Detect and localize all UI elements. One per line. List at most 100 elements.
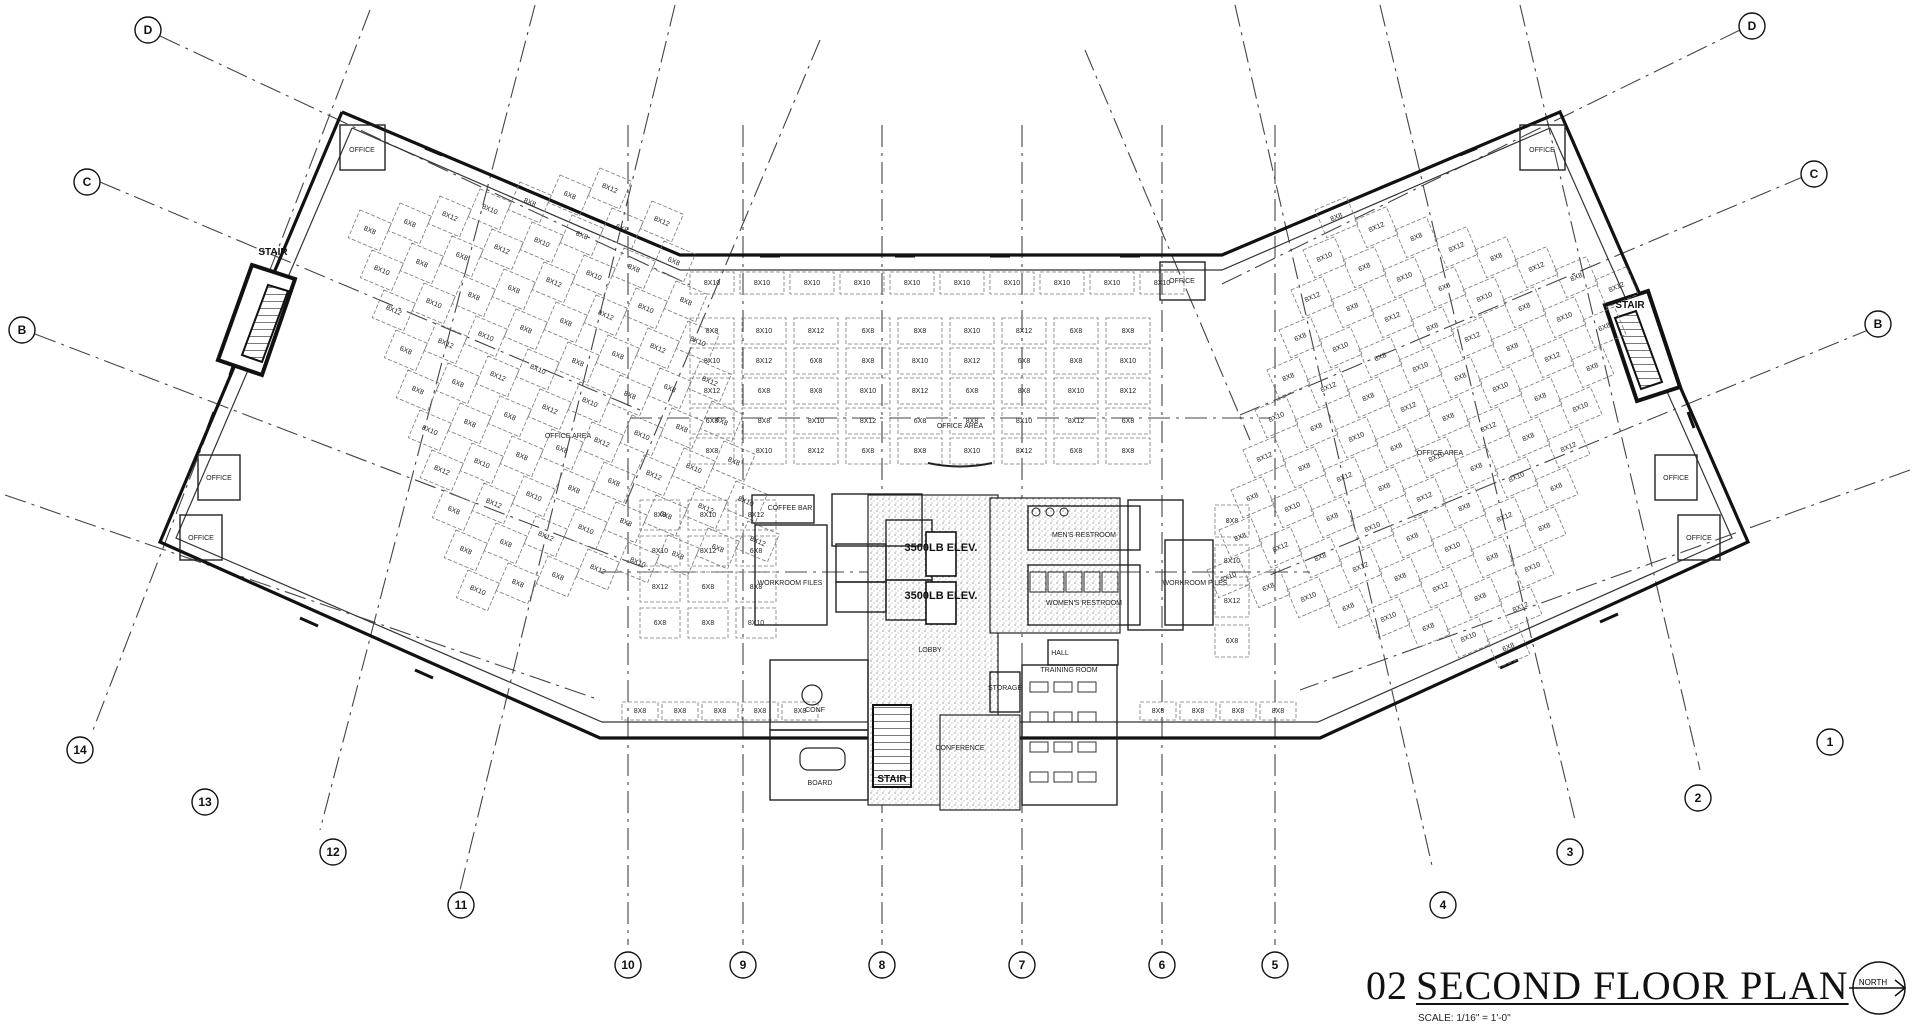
cubicle: 8X10 bbox=[407, 409, 452, 452]
svg-text:8X10: 8X10 bbox=[373, 264, 391, 277]
svg-text:8X10: 8X10 bbox=[1154, 280, 1170, 287]
svg-text:8X8: 8X8 bbox=[574, 230, 588, 241]
svg-text:8X8: 8X8 bbox=[1298, 462, 1312, 473]
cubicle: 6X8 bbox=[735, 535, 777, 567]
cubicle: 6X8 bbox=[383, 329, 428, 372]
cubicle: 8X8 bbox=[1298, 536, 1343, 579]
svg-text:6X8: 6X8 bbox=[1070, 448, 1083, 455]
cubicle: 6X8 bbox=[1406, 606, 1451, 649]
core-stair-label: STAIR bbox=[877, 774, 907, 785]
svg-text:8X8: 8X8 bbox=[966, 418, 979, 425]
svg-text:8X10: 8X10 bbox=[477, 330, 495, 343]
cubicle: 8X10 bbox=[687, 499, 729, 531]
svg-text:8X10: 8X10 bbox=[1476, 291, 1494, 304]
cubicle: 8X10 bbox=[1270, 486, 1315, 529]
cubicle: 8X8 bbox=[711, 440, 756, 483]
grid-bubble-6: 6 bbox=[1148, 951, 1176, 979]
svg-text:8X12: 8X12 bbox=[964, 358, 980, 365]
svg-text:11: 11 bbox=[455, 898, 468, 912]
svg-text:8X8: 8X8 bbox=[570, 357, 584, 368]
cubicle: 8X8 bbox=[1053, 347, 1099, 375]
svg-text:8X8: 8X8 bbox=[634, 708, 647, 715]
svg-text:9: 9 bbox=[740, 958, 747, 972]
svg-text:8X10: 8X10 bbox=[1524, 561, 1542, 574]
cubicle: 8X8 bbox=[499, 435, 544, 478]
svg-text:8X12: 8X12 bbox=[589, 563, 607, 576]
cubicle: 6X8 bbox=[793, 347, 839, 375]
grid-bubble-b: B bbox=[8, 316, 36, 344]
svg-text:8X10: 8X10 bbox=[1300, 591, 1318, 604]
cubicle: 8X8 bbox=[507, 181, 552, 224]
cubicle: 6X8 bbox=[695, 527, 740, 570]
cubicle: 8X10 bbox=[689, 271, 735, 295]
cubicle: 8X10 bbox=[789, 271, 835, 295]
svg-text:6X8: 6X8 bbox=[1122, 418, 1135, 425]
cubicle: 8X10 bbox=[459, 442, 504, 485]
svg-text:8X10: 8X10 bbox=[1120, 358, 1136, 365]
svg-text:8X12: 8X12 bbox=[1304, 291, 1322, 304]
svg-text:8X12: 8X12 bbox=[1368, 221, 1386, 234]
stair-right bbox=[1602, 288, 1683, 404]
cubicle: 8X8 bbox=[661, 701, 699, 721]
svg-text:8X12: 8X12 bbox=[652, 584, 668, 591]
cubicle: 8X12 bbox=[949, 347, 995, 375]
cubicle: 8X10 bbox=[619, 414, 664, 457]
svg-text:8X10: 8X10 bbox=[1444, 541, 1462, 554]
cubicle: 8X12 bbox=[639, 571, 681, 603]
cubicle: 8X8 bbox=[659, 407, 704, 450]
svg-text:6X8: 6X8 bbox=[502, 411, 516, 422]
svg-text:8X12: 8X12 bbox=[1400, 401, 1418, 414]
cubicle: 8X8 bbox=[399, 242, 444, 285]
office-label-5: OFFICE bbox=[188, 535, 214, 542]
svg-text:6X8: 6X8 bbox=[1502, 642, 1516, 653]
svg-text:8X8: 8X8 bbox=[758, 418, 771, 425]
svg-text:8X10: 8X10 bbox=[533, 236, 551, 249]
svg-text:C: C bbox=[83, 175, 92, 189]
lobby-label: LOBBY bbox=[918, 647, 942, 654]
cubicle: 8X8 bbox=[1378, 556, 1423, 599]
cubicle: 6X8 bbox=[1454, 446, 1499, 489]
svg-text:8X12: 8X12 bbox=[1544, 351, 1562, 364]
cubicle: 6X8 bbox=[1342, 246, 1387, 289]
svg-text:8X10: 8X10 bbox=[685, 462, 703, 475]
svg-text:8X10: 8X10 bbox=[1492, 381, 1510, 394]
svg-text:8X12: 8X12 bbox=[756, 358, 772, 365]
cubicle: 8X10 bbox=[563, 508, 608, 551]
svg-text:8X8: 8X8 bbox=[1538, 522, 1552, 533]
svg-text:8X10: 8X10 bbox=[1380, 611, 1398, 624]
svg-text:B: B bbox=[1874, 317, 1883, 331]
cubicle: 8X10 bbox=[1494, 456, 1539, 499]
cubicle: 8X12 bbox=[1482, 496, 1527, 539]
cubicle: 6X8 bbox=[535, 555, 580, 598]
svg-text:8X10: 8X10 bbox=[704, 280, 720, 287]
cubicle: 8X12 bbox=[1001, 437, 1047, 465]
svg-text:8X12: 8X12 bbox=[808, 328, 824, 335]
cubicle: 8X10 bbox=[689, 347, 735, 375]
cubicle: 8X10 bbox=[519, 221, 564, 264]
board-label: BOARD bbox=[808, 780, 833, 787]
svg-text:8X10: 8X10 bbox=[860, 388, 876, 395]
svg-text:8X12: 8X12 bbox=[808, 448, 824, 455]
cubicle: 8X12 bbox=[531, 261, 576, 304]
cubicle: 8X12 bbox=[793, 317, 839, 345]
svg-text:8X8: 8X8 bbox=[1346, 302, 1360, 313]
cubicle: 8X8 bbox=[741, 407, 787, 435]
cubicle: 8X8 bbox=[1426, 396, 1471, 439]
svg-text:8X10: 8X10 bbox=[1572, 401, 1590, 414]
svg-text:8X12: 8X12 bbox=[1432, 581, 1450, 594]
cubicle: 8X10 bbox=[1478, 366, 1523, 409]
svg-text:6X8: 6X8 bbox=[714, 416, 728, 427]
svg-text:8X10: 8X10 bbox=[629, 556, 647, 569]
svg-text:8X8: 8X8 bbox=[1362, 392, 1376, 403]
svg-text:8X12: 8X12 bbox=[537, 530, 555, 543]
cubicle: 6X8 bbox=[431, 489, 476, 532]
svg-text:8X12: 8X12 bbox=[485, 497, 503, 510]
svg-text:8X12: 8X12 bbox=[704, 388, 720, 395]
cubicle: 8X8 bbox=[603, 501, 648, 544]
cubicle: 8X8 bbox=[1001, 377, 1047, 405]
svg-text:6X8: 6X8 bbox=[1422, 622, 1436, 633]
svg-text:8X10: 8X10 bbox=[577, 523, 595, 536]
svg-text:6X8: 6X8 bbox=[1310, 422, 1324, 433]
